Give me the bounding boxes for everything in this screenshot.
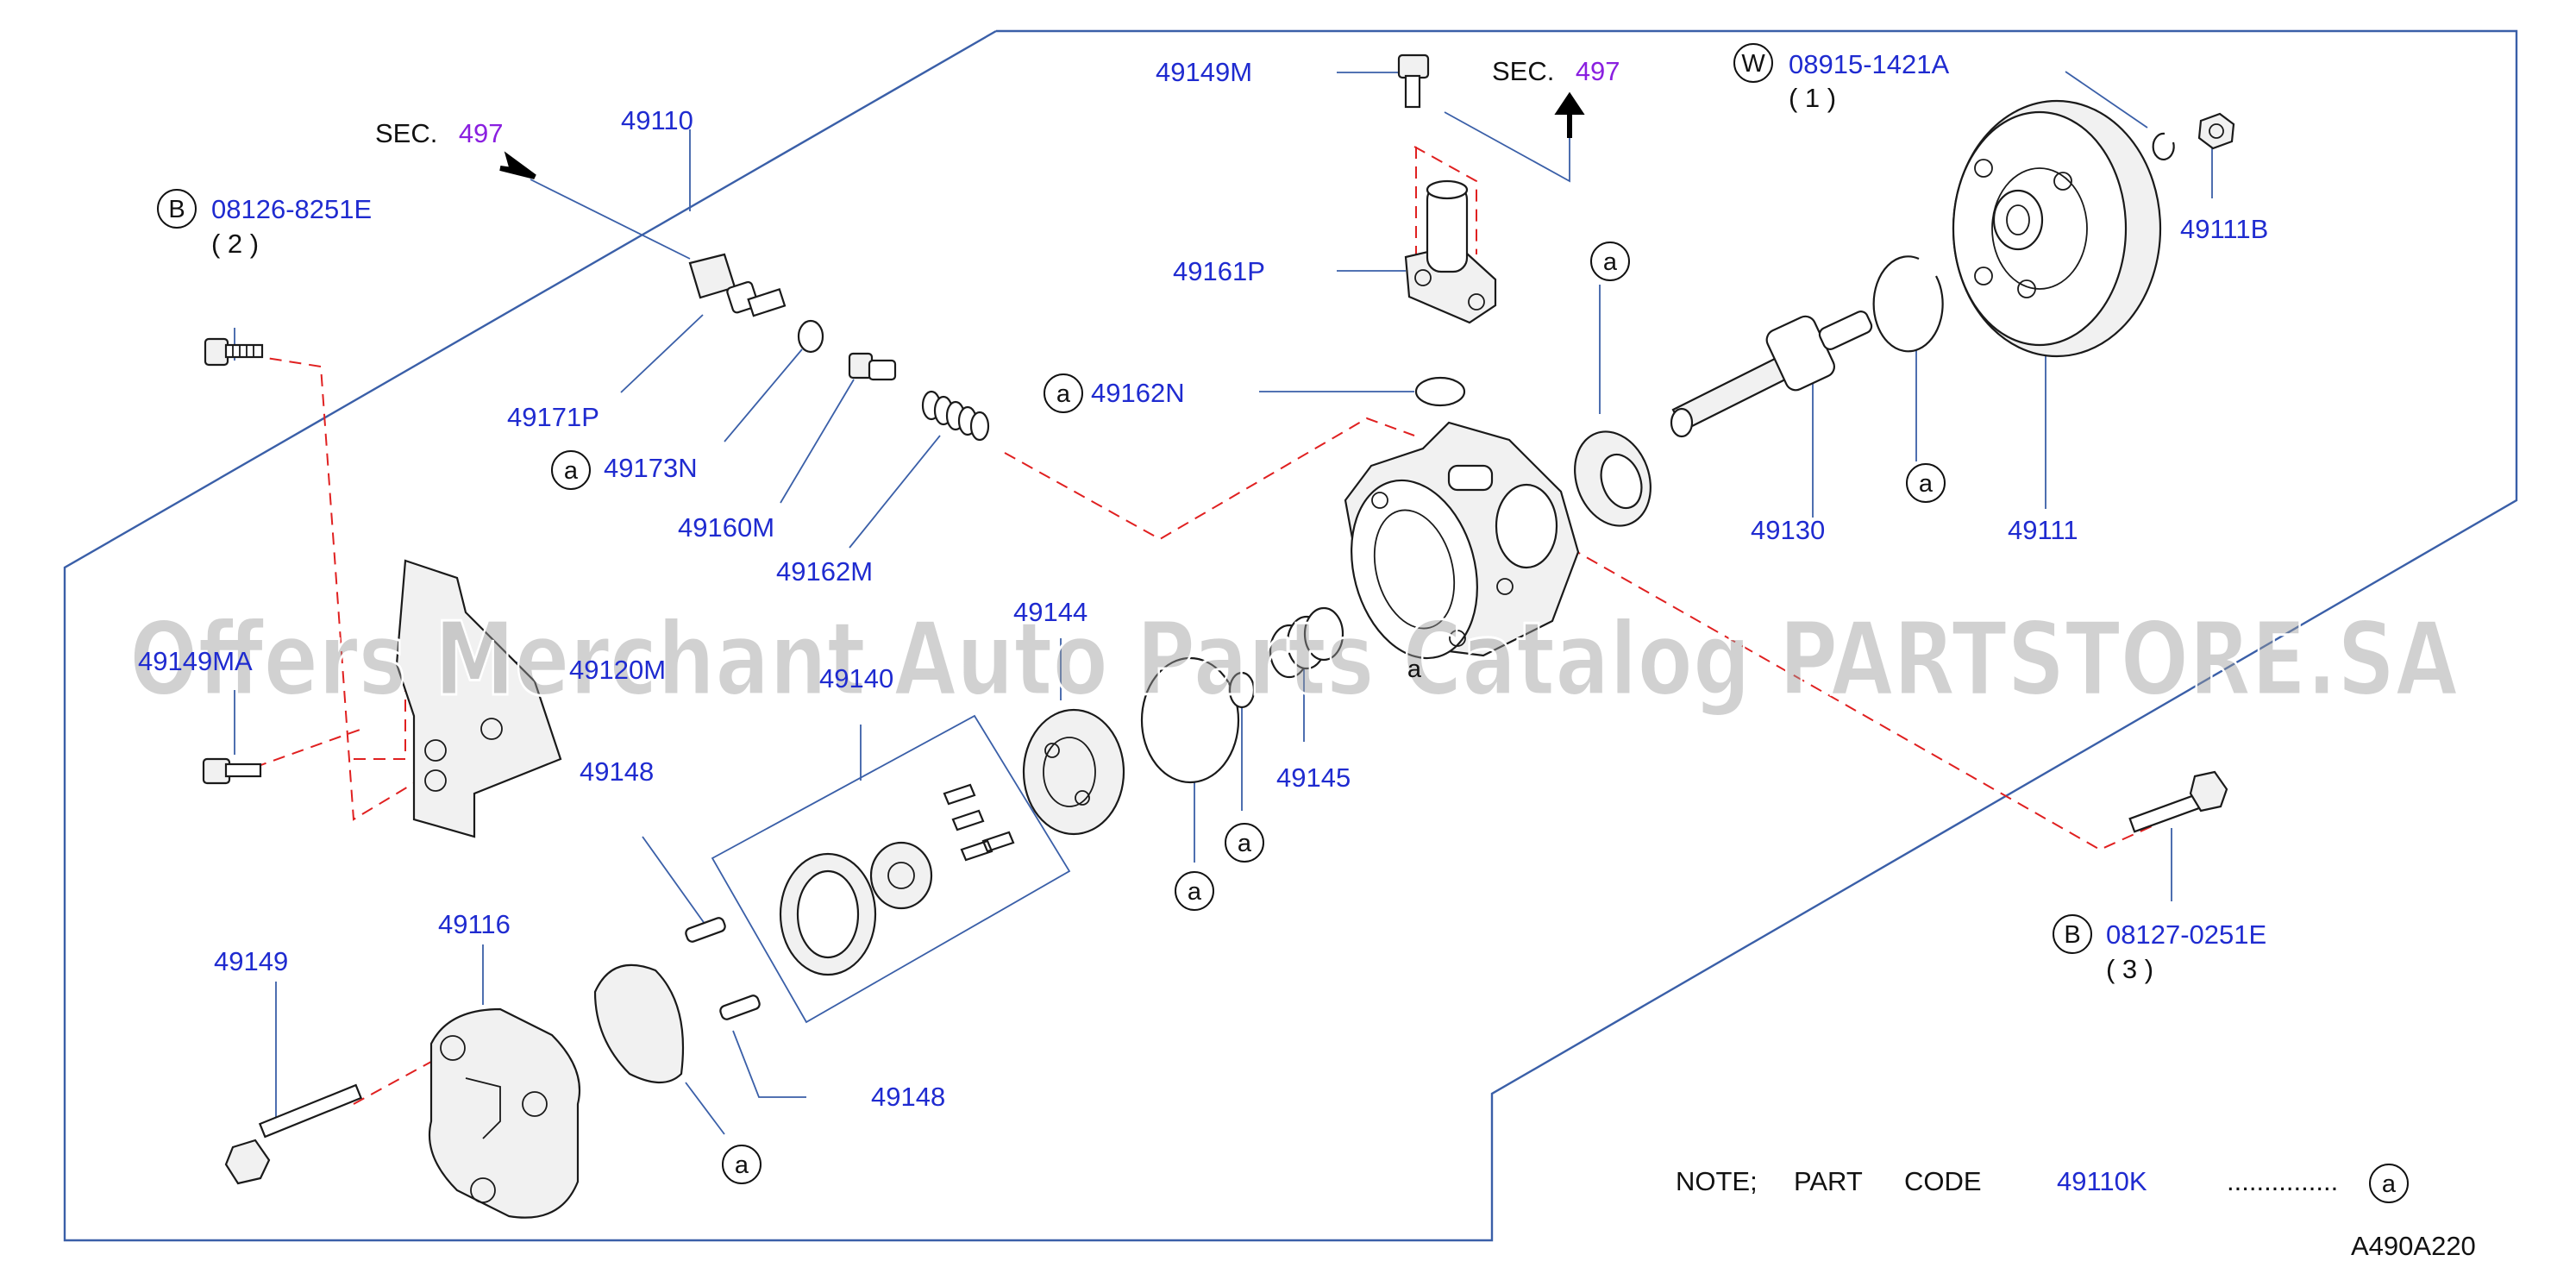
- label-49111[interactable]: 49111: [2008, 515, 2078, 545]
- svg-text:a: a: [1603, 248, 1618, 276]
- union-49161P-shape: [1404, 179, 1497, 324]
- svg-text:a: a: [1238, 830, 1252, 857]
- callout-bolt-08127[interactable]: B 08127-0251E ( 3 ): [2053, 914, 2266, 984]
- bolt-08126-shape: [204, 337, 264, 367]
- label-49145[interactable]: 49145: [1276, 762, 1351, 793]
- svg-text:a: a: [1188, 878, 1202, 906]
- marker-b-08127: B: [2064, 921, 2080, 949]
- label-49120M[interactable]: 49120M: [569, 655, 666, 685]
- marker-a-seal: a: [1590, 242, 1630, 281]
- label-08915-1421A: 08915-1421A: [1789, 49, 1949, 79]
- bolt-08127-shape: [2128, 770, 2228, 833]
- pulley-49111-shape: [1952, 99, 2162, 358]
- qty-08127: ( 3 ): [2106, 954, 2153, 984]
- bolt-49149-shape: [224, 1083, 363, 1185]
- part-shapes: [202, 53, 2235, 1219]
- bolt-49149MA-shape: [202, 757, 262, 785]
- callout-washer-08915[interactable]: W 08915-1421A ( 1 ): [1733, 43, 1949, 113]
- label-49148-lower[interactable]: 49148: [871, 1082, 945, 1112]
- label-49144[interactable]: 49144: [1013, 597, 1087, 627]
- marker-b-08126: B: [168, 196, 185, 223]
- svg-text:a: a: [1056, 380, 1071, 408]
- label-49171P[interactable]: 49171P: [507, 402, 599, 432]
- qty-08126: ( 2 ): [211, 229, 259, 259]
- sec-ref-left-number: 497: [459, 118, 504, 148]
- sec-ref-left-prefix: SEC.: [375, 118, 437, 148]
- leader-lines: [234, 71, 2213, 1135]
- fitting-49171P-shape: [688, 253, 787, 317]
- cartridge-49140-shape: [711, 714, 1071, 1024]
- marker-a-49173N: a: [551, 450, 591, 490]
- valve-49160M-shape: [848, 352, 897, 381]
- svg-text:a: a: [1407, 656, 1422, 683]
- note-dots: ...............: [2227, 1166, 2338, 1196]
- label-49162N[interactable]: 49162N: [1091, 378, 1185, 408]
- svg-text:a: a: [564, 457, 579, 485]
- plate-49144-shape: [1022, 708, 1125, 836]
- spring-49145-shape: [1269, 606, 1344, 679]
- label-49161P[interactable]: 49161P: [1173, 256, 1265, 286]
- marker-a-oring-large: a: [1175, 871, 1214, 911]
- oil-seal-shape: [1574, 430, 1652, 527]
- label-49130[interactable]: 49130: [1751, 515, 1825, 545]
- marker-a-snapring: a: [1906, 463, 1946, 503]
- qty-08915: ( 1 ): [1789, 83, 1836, 113]
- note-part: 49110K: [2057, 1166, 2147, 1196]
- note-word: CODE: [1904, 1166, 1982, 1196]
- label-49162M[interactable]: 49162M: [776, 556, 873, 587]
- marker-a-49162N: a: [1044, 373, 1083, 413]
- marker-a-oring-small: a: [1225, 823, 1264, 863]
- shaft-49130-shape: [1670, 311, 1873, 438]
- diagram-code: A490A220: [2351, 1231, 2476, 1261]
- note-prefix: NOTE;: [1676, 1166, 1758, 1196]
- assembly-frame: [63, 29, 2518, 1242]
- sec-ref-right-prefix: SEC.: [1492, 56, 1554, 86]
- marker-w-08915: W: [1741, 50, 1765, 78]
- pump-body-shape: [1344, 421, 1580, 660]
- label-08127-0251E: 08127-0251E: [2106, 919, 2266, 950]
- cover-49116-shape: [428, 1007, 581, 1219]
- note-marker: a: [2382, 1170, 2397, 1198]
- bolt-49149M-shape: [1397, 53, 1430, 109]
- label-49111B[interactable]: 49111B: [2180, 214, 2268, 244]
- label-49148-upper[interactable]: 49148: [580, 756, 654, 787]
- sec-arrow-left: [499, 151, 536, 179]
- svg-text:a: a: [735, 1151, 749, 1179]
- marker-a-pump: a: [1407, 656, 1422, 683]
- bracket-49120M-shape: [395, 559, 562, 838]
- watermark-text: Offers Merchant Auto Parts Catalog PARTS…: [129, 599, 2458, 718]
- label-49149MA[interactable]: 49149MA: [138, 646, 253, 676]
- note-row: NOTE; PART CODE 49110K ............... a: [1676, 1164, 2409, 1203]
- sec-ref-left: SEC. 497: [375, 118, 504, 148]
- label-49173N[interactable]: 49173N: [604, 453, 698, 483]
- callout-bolt-08126[interactable]: B 08126-8251E ( 2 ): [157, 189, 372, 259]
- marker-a-gasket: a: [722, 1145, 762, 1184]
- label-49140[interactable]: 49140: [819, 663, 893, 693]
- svg-text:a: a: [1919, 470, 1934, 498]
- label-08126-8251E: 08126-8251E: [211, 194, 372, 224]
- nut-49111B-shape: [2197, 112, 2235, 150]
- label-49149M[interactable]: 49149M: [1156, 57, 1252, 87]
- sec-arrow-right: [1554, 91, 1585, 138]
- label-49160M[interactable]: 49160M: [678, 512, 774, 543]
- label-49116[interactable]: 49116: [438, 909, 511, 939]
- label-49110[interactable]: 49110: [621, 105, 693, 135]
- sec-ref-right: SEC. 497: [1492, 56, 1620, 86]
- label-49149[interactable]: 49149: [214, 946, 288, 976]
- note-label: PART: [1794, 1166, 1863, 1196]
- sec-ref-right-number: 497: [1576, 56, 1620, 86]
- spring-49162M-shape: [921, 390, 990, 442]
